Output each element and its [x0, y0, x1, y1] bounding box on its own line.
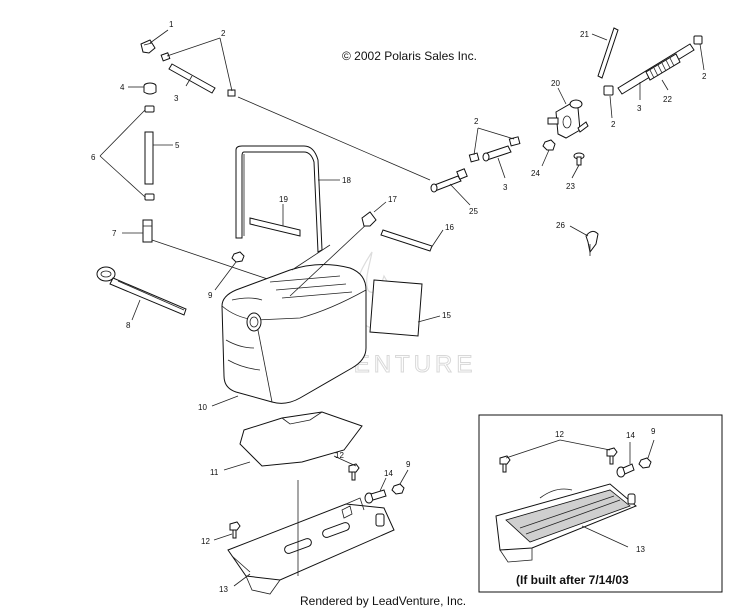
- inset-caption: (If built after 7/14/03: [516, 573, 629, 587]
- inset-part-12-bolt[interactable]: [606, 447, 618, 465]
- part-23-screw[interactable]: [573, 152, 585, 166]
- callout-10: 10: [198, 403, 207, 412]
- callout-2-right: 2: [611, 120, 616, 129]
- callout-18: 18: [342, 176, 351, 185]
- callout-3-mid: 3: [503, 183, 508, 192]
- callout-16: 16: [445, 223, 454, 232]
- part-5-tube[interactable]: [144, 131, 154, 185]
- callout-3: 3: [174, 94, 179, 103]
- callout-14: 14: [384, 469, 393, 478]
- part-12-bolt[interactable]: [348, 463, 360, 481]
- callout-22: 22: [663, 95, 672, 104]
- callout-12-lower: 12: [201, 537, 210, 546]
- part-24-nut[interactable]: [542, 139, 556, 151]
- callout-26: 26: [556, 221, 565, 230]
- part-2-clamp[interactable]: [508, 136, 521, 147]
- part-13-skid-plate[interactable]: [227, 497, 395, 595]
- part-4-grommet[interactable]: [143, 82, 157, 95]
- callout-12: 12: [335, 451, 344, 460]
- part-20-fuel-pump[interactable]: [547, 99, 589, 139]
- part-2-clamp[interactable]: [693, 35, 703, 45]
- part-2-clamp[interactable]: [603, 85, 614, 96]
- callout-2-top-right: 2: [702, 72, 707, 81]
- inset-callout-9: 9: [651, 427, 656, 436]
- callout-5: 5: [175, 141, 180, 150]
- callout-6: 6: [91, 153, 96, 162]
- part-15-shield-sheet[interactable]: [369, 279, 423, 337]
- part-2-clamp[interactable]: [468, 152, 480, 163]
- part-6-clamp[interactable]: [144, 193, 155, 201]
- callout-20: 20: [551, 79, 560, 88]
- part-19-pad[interactable]: [249, 217, 301, 237]
- part-14-bolt[interactable]: [364, 489, 387, 504]
- part-3-hose[interactable]: [482, 145, 512, 162]
- callout-8: 8: [126, 321, 131, 330]
- inset-box: (If built after 7/14/03: [478, 414, 723, 593]
- callout-3-right: 3: [637, 104, 642, 113]
- callout-labels: 1 2 3 4 5 6 7 8 9 10 11 12 13 14 15 16 1…: [91, 20, 707, 594]
- callout-9-lower: 9: [406, 460, 411, 469]
- part-8-fuel-cap-gauge[interactable]: [96, 266, 187, 316]
- inset-callout-13: 13: [636, 545, 645, 554]
- callout-21: 21: [580, 30, 589, 39]
- callout-11: 11: [210, 468, 219, 477]
- callout-2-mid: 2: [474, 117, 479, 126]
- part-9-nut[interactable]: [391, 483, 405, 495]
- inset-part-12-bolt[interactable]: [499, 455, 511, 473]
- part-1-elbow-fitting[interactable]: [140, 39, 156, 54]
- callout-4: 4: [120, 83, 125, 92]
- part-17-elbow[interactable]: [361, 211, 377, 227]
- callout-17: 17: [388, 195, 397, 204]
- callout-19: 19: [279, 195, 288, 204]
- part-6-clamp[interactable]: [144, 105, 155, 113]
- callout-25: 25: [469, 207, 478, 216]
- callout-9: 9: [208, 291, 213, 300]
- callout-23: 23: [566, 182, 575, 191]
- inset-callout-14: 14: [626, 431, 635, 440]
- inset-part-13-skid-plate[interactable]: [495, 483, 637, 563]
- part-7-fitting[interactable]: [142, 219, 153, 243]
- part-2-clamp[interactable]: [160, 52, 171, 62]
- callout-13: 13: [219, 585, 228, 594]
- part-16-hose[interactable]: [380, 229, 433, 252]
- part-11-gasket-pad[interactable]: [239, 411, 363, 467]
- part-2-clamp[interactable]: [227, 89, 236, 97]
- inset-callout-12: 12: [555, 430, 564, 439]
- callout-24: 24: [531, 169, 540, 178]
- part-26-clip[interactable]: [585, 230, 599, 256]
- callout-15: 15: [442, 311, 451, 320]
- part-21-vent-tube[interactable]: [597, 27, 619, 79]
- part-12-bolt[interactable]: [229, 521, 241, 539]
- part-25-barb-fitting[interactable]: [430, 168, 468, 193]
- inset-part-14-bolt[interactable]: [616, 463, 635, 478]
- copyright-text: © 2002 Polaris Sales Inc.: [342, 49, 477, 63]
- callout-7: 7: [112, 229, 117, 238]
- callout-1: 1: [169, 20, 174, 29]
- part-10-fuel-tank[interactable]: [221, 264, 367, 404]
- part-22-hose-sleeve[interactable]: [617, 43, 695, 95]
- callout-2: 2: [221, 29, 226, 38]
- part-3-hose[interactable]: [168, 63, 216, 94]
- inset-part-9-nut[interactable]: [638, 457, 652, 469]
- footer-text: Rendered by LeadVenture, Inc.: [300, 594, 466, 608]
- part-9-nut[interactable]: [231, 251, 245, 263]
- part-18-tank-strap[interactable]: [235, 145, 323, 253]
